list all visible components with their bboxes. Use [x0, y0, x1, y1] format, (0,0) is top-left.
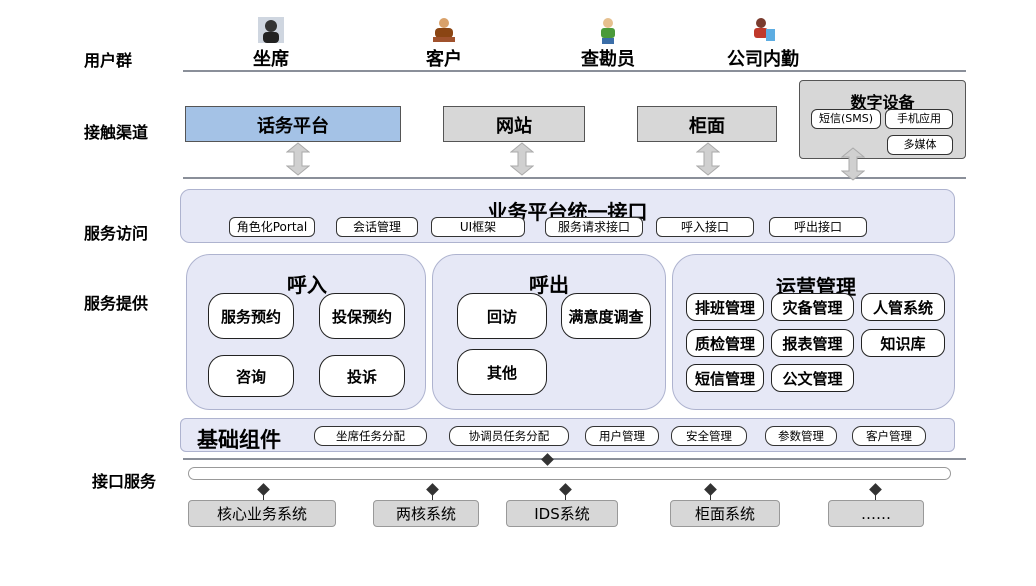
user-label: 查勘员 [581, 49, 635, 70]
digital-devices-title: 数字设备 [850, 93, 915, 112]
row-label-interface: 接口服务 [92, 472, 157, 491]
channel-counter: 柜面 [637, 106, 777, 142]
row-label-users: 用户群 [84, 51, 133, 70]
user-label: 公司内勤 [727, 49, 799, 70]
connector-line [565, 493, 566, 500]
base-item: 坐席任务分配 [314, 426, 427, 446]
user-office-staff: 公司内勤 [723, 15, 803, 71]
up-down-arrow-icon [510, 142, 534, 176]
service-item: 投诉 [319, 355, 405, 397]
base-item: 参数管理 [765, 426, 837, 446]
access-item-ui-framework: UI框架 [431, 217, 525, 237]
inbound-panel: 呼入 服务预约 投保预约 咨询 投诉 [186, 254, 426, 410]
outbound-panel: 呼出 回访 满意度调查 其他 [432, 254, 666, 410]
row-label-channels: 接触渠道 [84, 123, 149, 142]
channel-website: 网站 [443, 106, 585, 142]
base-components-panel: 基础组件 坐席任务分配 协调员任务分配 用户管理 安全管理 参数管理 客户管理 [180, 418, 955, 452]
user-agent: 坐席 [231, 15, 311, 71]
service-item: 咨询 [208, 355, 294, 397]
service-item: 回访 [457, 293, 547, 339]
channel-call-platform: 话务平台 [185, 106, 401, 142]
digital-sms: 短信(SMS) [811, 109, 881, 129]
office-staff-icon [748, 15, 778, 45]
service-item: 公文管理 [771, 364, 854, 392]
separator-users [183, 70, 966, 72]
separator-channels [183, 177, 966, 179]
up-down-arrow-icon [286, 142, 310, 176]
user-label: 坐席 [253, 49, 289, 70]
digital-mobile-app: 手机应用 [885, 109, 953, 129]
access-item-outbound-api: 呼出接口 [769, 217, 867, 237]
service-item: 短信管理 [686, 364, 764, 392]
system-ids: IDS系统 [506, 500, 618, 527]
access-item-session: 会话管理 [336, 217, 418, 237]
separator-base [183, 458, 966, 460]
access-item-inbound-api: 呼入接口 [656, 217, 754, 237]
service-item: 灾备管理 [771, 293, 854, 321]
connector-line [875, 493, 876, 500]
operations-panel: 运营管理 排班管理 灾备管理 人管系统 质检管理 报表管理 知识库 短信管理 公… [672, 254, 955, 410]
service-item: 报表管理 [771, 329, 854, 357]
system-two-core: 两核系统 [373, 500, 479, 527]
interface-bus [188, 467, 951, 480]
service-item: 排班管理 [686, 293, 764, 321]
base-item: 用户管理 [585, 426, 659, 446]
inbound-title: 呼入 [287, 273, 327, 297]
system-core-business: 核心业务系统 [188, 500, 336, 527]
system-more: …… [828, 500, 924, 527]
channel-digital-devices: 数字设备 短信(SMS) 手机应用 多媒体 [799, 80, 966, 159]
up-down-arrow-icon [841, 147, 865, 181]
user-surveyor: 查勘员 [568, 15, 648, 71]
row-label-access: 服务访问 [84, 224, 149, 243]
customer-icon [429, 15, 459, 45]
surveyor-icon [593, 15, 623, 45]
base-components-title: 基础组件 [197, 428, 281, 452]
access-item-service-request: 服务请求接口 [545, 217, 643, 237]
base-item: 协调员任务分配 [449, 426, 569, 446]
access-item-portal: 角色化Portal [229, 217, 315, 237]
service-access-panel: 业务平台统一接口 角色化Portal 会话管理 UI框架 服务请求接口 呼入接口… [180, 189, 955, 243]
base-item: 安全管理 [671, 426, 747, 446]
up-down-arrow-icon [696, 142, 720, 176]
service-item: 其他 [457, 349, 547, 395]
row-label-provide: 服务提供 [84, 294, 149, 313]
user-label: 客户 [426, 49, 462, 70]
connector-diamond [541, 453, 554, 466]
system-counter: 柜面系统 [670, 500, 780, 527]
service-item: 人管系统 [861, 293, 945, 321]
service-item: 满意度调查 [561, 293, 651, 339]
service-item: 质检管理 [686, 329, 764, 357]
agent-icon [256, 15, 286, 45]
connector-line [432, 493, 433, 500]
service-item: 知识库 [861, 329, 945, 357]
service-item: 服务预约 [208, 293, 294, 339]
connector-line [710, 493, 711, 500]
digital-multimedia: 多媒体 [887, 135, 953, 155]
service-item: 投保预约 [319, 293, 405, 339]
user-customer: 客户 [404, 15, 484, 71]
base-item: 客户管理 [852, 426, 926, 446]
connector-line [263, 493, 264, 500]
